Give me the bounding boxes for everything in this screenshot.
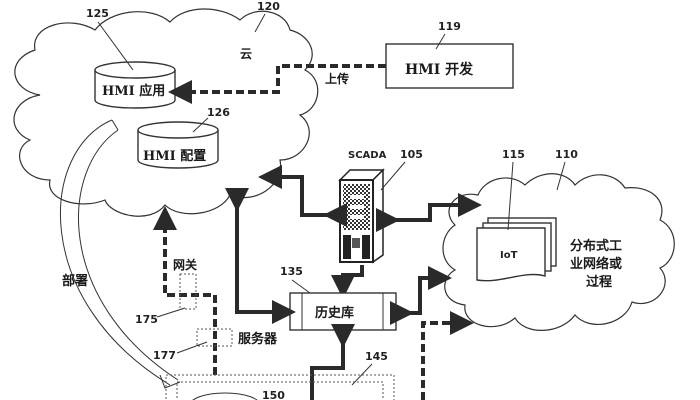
leader-119 — [435, 33, 446, 50]
leader-177 — [176, 341, 208, 354]
ref-135: 135 — [280, 265, 303, 278]
historian-box145-link — [310, 324, 355, 400]
historian-label: 历史库 — [315, 305, 354, 321]
leader-135 — [291, 279, 311, 294]
deploy-arrow — [59, 119, 181, 389]
leader-110 — [556, 161, 566, 191]
deploy-label: 部署 — [62, 273, 88, 289]
scada-network-link — [376, 193, 482, 232]
ref-145: 145 — [365, 350, 388, 363]
cloud-110 — [442, 173, 675, 331]
ref-177: 177 — [153, 349, 176, 362]
ref-119: 119 — [438, 20, 461, 33]
server-box — [196, 328, 233, 347]
hmi-dev-label: HMI 开发 — [405, 61, 474, 78]
leader-105 — [380, 161, 406, 191]
leader-125 — [97, 21, 134, 71]
scada-cloud-link — [258, 165, 347, 227]
box-145-inner — [176, 381, 384, 400]
cloud-historian-link — [225, 188, 296, 324]
scada-server — [338, 168, 385, 264]
cloud-120 — [13, 8, 319, 217]
historian-network-link — [390, 266, 452, 325]
scada-historian-link — [331, 265, 364, 299]
leader-126 — [192, 117, 209, 133]
iot-label: IoT — [500, 250, 518, 261]
leader-145 — [351, 363, 373, 386]
ref-150: 150 — [262, 389, 285, 400]
scada-label: SCADA — [348, 150, 387, 161]
leader-120 — [254, 13, 266, 33]
network-label-line-2: 业网络或 — [570, 256, 622, 272]
ref-126: 126 — [207, 106, 230, 119]
network-label-line-3: 过程 — [586, 274, 612, 290]
ref-105: 105 — [400, 148, 423, 161]
ref-175: 175 — [135, 313, 158, 326]
hmi-config-label: HMI 配置 — [143, 149, 206, 164]
upload-arrow — [168, 64, 386, 104]
ref-115: 115 — [502, 148, 525, 161]
cloud-label: 云 — [240, 47, 252, 61]
hmi-app-label: HMI 应用 — [102, 83, 165, 99]
server-label: 服务器 — [238, 331, 278, 347]
box145-network-link — [421, 311, 474, 400]
item-150-shape — [192, 392, 258, 400]
ref-125: 125 — [86, 7, 109, 20]
ref-110: 110 — [555, 148, 578, 161]
gateway-label: 网关 — [173, 257, 197, 272]
box-145-outer — [165, 374, 395, 400]
ref-120: 120 — [257, 0, 280, 13]
network-label-line-1: 分布式工 — [570, 238, 622, 254]
hmi-config-database — [137, 121, 219, 169]
hmi-app-database — [94, 61, 176, 109]
leader-175 — [156, 307, 186, 318]
gateway-box — [179, 273, 197, 310]
gateway-path — [153, 206, 217, 375]
iot-device-stack — [476, 217, 557, 282]
upload-label: 上传 — [325, 71, 349, 86]
leader-115 — [507, 161, 514, 231]
